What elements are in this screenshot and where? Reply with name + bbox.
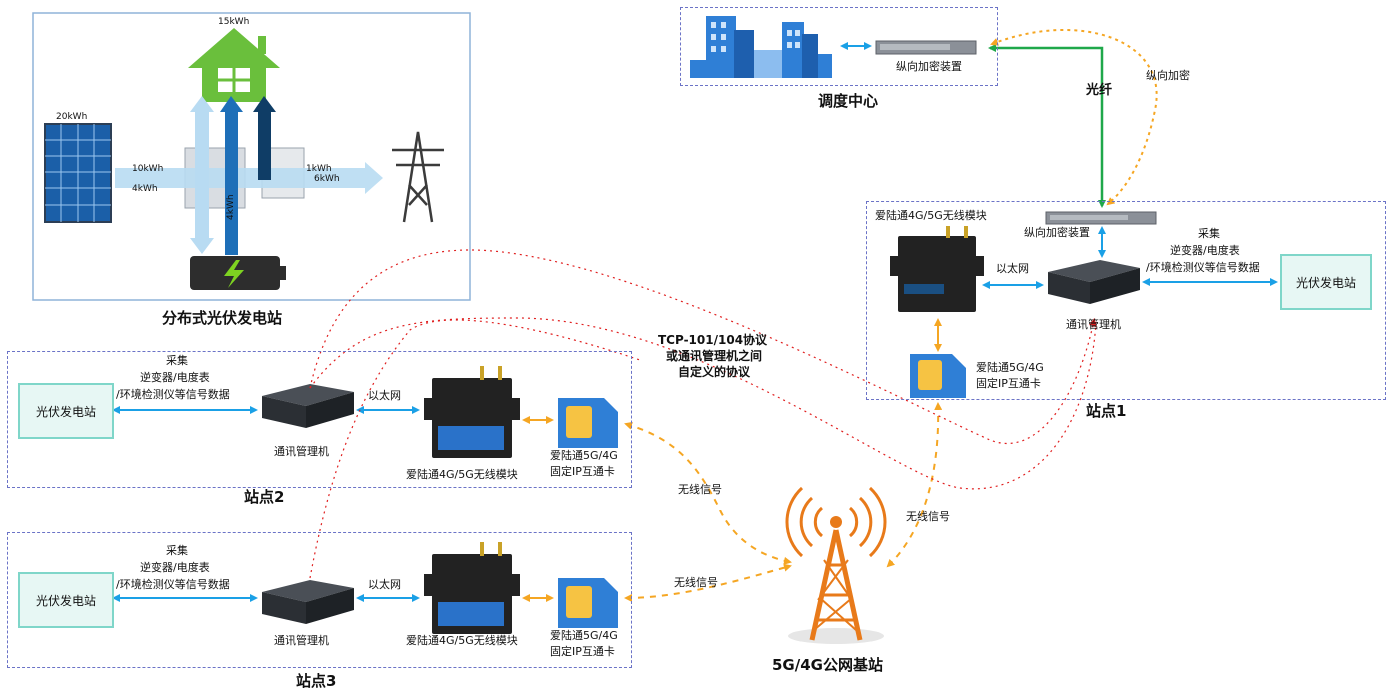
station3-ethernet-label: 以太网 [368, 578, 401, 591]
station3-module-label: 爱陆通4G/5G无线模块 [406, 634, 518, 647]
station3-sim-label-line1: 爱陆通5G/4G [550, 629, 618, 642]
sim-card-station2-icon [558, 398, 618, 448]
dispatch-center-title: 调度中心 [818, 92, 879, 110]
power-tower-icon [392, 131, 444, 223]
station3-collect-line3: /环境检测仪等信号数据 [116, 578, 230, 591]
flow-6kwh-label: 6kWh [314, 174, 340, 184]
solar-panel-icon [44, 123, 112, 223]
station3-collect-line1: 采集 [166, 544, 188, 557]
dispatch-encryptor-label: 纵向加密装置 [896, 60, 962, 73]
station3-title: 站点3 [296, 672, 337, 690]
station1-module-label: 爱陆通4G/5G无线模块 [875, 209, 987, 222]
solar-title: 分布式光伏发电站 [162, 309, 283, 327]
flow-4kwh-label: 4kWh [132, 184, 158, 194]
station1-sim-label-line2: 固定IP互通卡 [976, 377, 1041, 390]
station1-ethernet-label: 以太网 [996, 262, 1029, 275]
station1-collect-line3: /环境检测仪等信号数据 [1146, 261, 1260, 274]
protocol-label-line2: 或通讯管理机之间 [666, 349, 763, 363]
station3-manager-label: 通讯管理机 [274, 634, 329, 647]
station2-collect-line3: /环境检测仪等信号数据 [116, 388, 230, 401]
battery-icon [190, 256, 286, 290]
station3-sim-label-line2: 固定IP互通卡 [550, 645, 615, 658]
solar-illustration [32, 12, 471, 301]
house-kwh-label: 15kWh [218, 17, 250, 27]
station3-box [7, 532, 632, 668]
comm-manager-station2-icon [262, 384, 354, 428]
protocol-label-line3: 自定义的协议 [678, 365, 751, 379]
comm-manager-station3-icon [262, 580, 354, 624]
station2-title: 站点2 [244, 488, 285, 506]
station2-manager-label: 通讯管理机 [274, 445, 329, 458]
station1-collect-line1: 采集 [1198, 227, 1220, 240]
station3-pv-box: 光伏发电站 [18, 572, 114, 628]
connectors [112, 28, 1278, 602]
encryptor-device-icon [875, 40, 977, 55]
station2-pv-box: 光伏发电站 [18, 383, 114, 439]
station2-collect-line2: 逆变器/电度表 [140, 371, 210, 384]
station1-manager-label: 通讯管理机 [1066, 318, 1121, 331]
fiber-label: 光纤 [1086, 83, 1113, 98]
flow-vertical-4kwh-label: 4kWh [226, 194, 236, 220]
sim-card-station3-icon [558, 578, 618, 628]
vertical-encrypt-label: 纵向加密 [1146, 69, 1190, 82]
wireless-label-station1: 无线信号 [906, 510, 950, 523]
sim-card-station1-icon [910, 354, 966, 398]
house-icon [188, 28, 280, 102]
panel-kwh-label: 20kWh [56, 112, 88, 122]
dispatch-center-box [680, 7, 998, 86]
flow-10kwh-label: 10kWh [132, 164, 164, 174]
station2-collect-line1: 采集 [166, 354, 188, 367]
router-station1-icon [890, 226, 984, 312]
station1-box [866, 201, 1386, 400]
wireless-label-station2: 无线信号 [678, 483, 722, 496]
wireless-label-station3: 无线信号 [674, 576, 718, 589]
station2-box [7, 351, 632, 488]
station1-encryptor-label: 纵向加密装置 [1024, 226, 1090, 239]
flow-1kwh-label: 1kWh [306, 164, 332, 174]
station2-sim-label-line2: 固定IP互通卡 [550, 465, 615, 478]
base-station-title: 5G/4G公网基站 [772, 656, 883, 674]
station2-module-label: 爱陆通4G/5G无线模块 [406, 468, 518, 481]
router-station2-icon [424, 366, 520, 458]
station3-collect-line2: 逆变器/电度表 [140, 561, 210, 574]
protocol-label-line1: TCP-101/104协议 [658, 333, 768, 347]
encryptor-device-station1-icon [1045, 211, 1157, 225]
station1-pv-box: 光伏发电站 [1280, 254, 1372, 310]
cell-tower-icon [785, 486, 887, 644]
station1-title: 站点1 [1086, 402, 1127, 420]
router-station3-icon [424, 542, 520, 634]
station2-ethernet-label: 以太网 [368, 389, 401, 402]
comm-manager-station1-icon [1048, 260, 1140, 304]
station1-collect-line2: 逆变器/电度表 [1170, 244, 1240, 257]
station2-sim-label-line1: 爱陆通5G/4G [550, 449, 618, 462]
building-icon [690, 16, 832, 78]
station1-sim-label-line1: 爱陆通5G/4G [976, 361, 1044, 374]
